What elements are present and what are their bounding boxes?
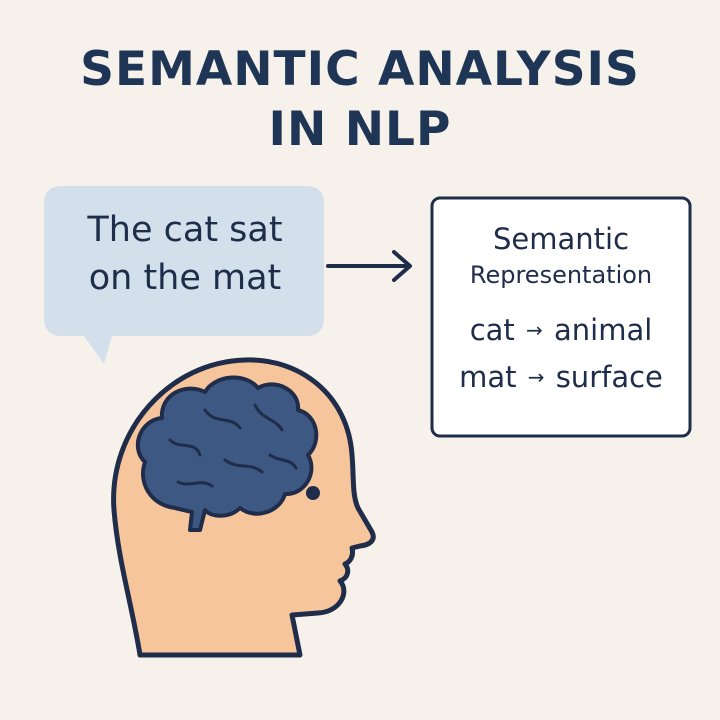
bubble-line-2: on the mat (88, 258, 282, 298)
mapping-to: animal (554, 313, 653, 347)
mapping-from: mat (459, 360, 517, 394)
mapping-row: mat → surface (434, 355, 688, 402)
representation-box (430, 196, 692, 438)
mapping-to: surface (555, 360, 663, 394)
title-line-2: IN NLP (268, 102, 452, 157)
mapping-arrow-icon: → (526, 318, 543, 342)
box-subheading: Representation (469, 261, 653, 289)
representation-content: Semantic Representation cat → animal mat… (434, 220, 688, 402)
mapping-from: cat (469, 313, 515, 347)
mapping-row: cat → animal (434, 308, 688, 355)
mapping-arrow-icon: → (527, 365, 545, 389)
speech-bubble-icon (44, 186, 324, 364)
eye-icon (306, 486, 320, 500)
arrow-right-icon (326, 250, 412, 282)
brain-icon (135, 375, 319, 532)
diagram-title: SEMANTIC ANALYSIS IN NLP (0, 40, 720, 160)
bubble-line-1: The cat sat (87, 210, 283, 250)
box-heading: Semantic (492, 222, 630, 256)
speech-bubble-text: The cat sat on the mat (50, 206, 320, 302)
title-line-1: SEMANTIC ANALYSIS (80, 42, 640, 97)
